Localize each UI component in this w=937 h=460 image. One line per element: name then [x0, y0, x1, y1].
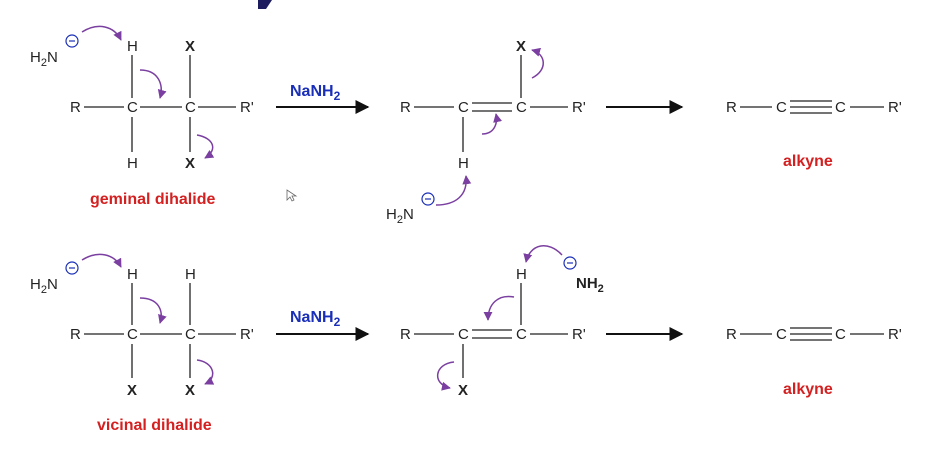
atom-r-prime: R'	[572, 99, 586, 116]
reaction-arrow-3: NaNH2	[276, 309, 370, 341]
vicinal-reactant: R C C R' H H X X H2N	[30, 253, 254, 399]
atom-c: C	[835, 326, 846, 343]
atom-r: R	[400, 99, 411, 116]
atom-c: C	[516, 99, 527, 116]
atom-c: C	[127, 326, 138, 343]
atom-x: X	[458, 382, 468, 399]
base-h2n: H2N	[386, 206, 414, 226]
negative-charge-icon	[563, 256, 577, 270]
atom-c: C	[458, 326, 469, 343]
atom-x: X	[185, 155, 195, 172]
atom-h: H	[127, 155, 138, 172]
atom-r-prime: R'	[572, 326, 586, 343]
title-fragment	[258, 0, 272, 9]
vicinal-label: vicinal dihalide	[97, 417, 212, 434]
atom-r-prime: R'	[240, 326, 254, 343]
atom-h: H	[127, 266, 138, 283]
atom-c: C	[458, 99, 469, 116]
atom-c: C	[776, 99, 787, 116]
alkyne-label: alkyne	[783, 153, 833, 170]
atom-r: R	[726, 326, 737, 343]
atom-r: R	[70, 326, 81, 343]
atom-r: R	[70, 99, 81, 116]
atom-x: X	[516, 38, 526, 55]
geminal-label: geminal dihalide	[90, 191, 215, 208]
negative-charge-icon	[421, 192, 435, 206]
base-h2n: H2N	[30, 276, 58, 296]
atom-x: X	[127, 382, 137, 399]
atom-c: C	[127, 99, 138, 116]
atom-c: C	[185, 99, 196, 116]
atom-h: H	[458, 155, 469, 172]
atom-c: C	[835, 99, 846, 116]
reagent-label: NaNH2	[290, 83, 341, 103]
atom-h: H	[185, 266, 196, 283]
atom-r: R	[400, 326, 411, 343]
atom-h: H	[127, 38, 138, 55]
mouse-cursor-icon	[286, 189, 298, 202]
atom-c: C	[185, 326, 196, 343]
atom-r-prime: R'	[240, 99, 254, 116]
atom-r-prime: R'	[888, 99, 902, 116]
alkyne-product: R C C R'	[726, 99, 902, 116]
atom-c: C	[776, 326, 787, 343]
alkyne-label: alkyne	[783, 381, 833, 398]
atom-h: H	[516, 266, 527, 283]
geminal-reactant: R C C R' H H X X H2N	[30, 25, 254, 172]
negative-charge-icon	[65, 261, 79, 275]
atom-r-prime: R'	[888, 326, 902, 343]
reaction-arrow-1: NaNH2	[276, 83, 370, 114]
vicinal-intermediate: R C C R' H X NH2	[400, 245, 604, 399]
base-h2n: H2N	[30, 49, 58, 69]
atom-x: X	[185, 382, 195, 399]
atom-r: R	[726, 99, 737, 116]
alkyne-product: R C C R'	[726, 326, 902, 343]
reagent-label: NaNH2	[290, 309, 341, 329]
geminal-intermediate: R C C R' H X H2N	[386, 38, 586, 226]
atom-x: X	[185, 38, 195, 55]
negative-charge-icon	[65, 34, 79, 48]
atom-c: C	[516, 326, 527, 343]
base-nh2: NH2	[576, 275, 604, 295]
